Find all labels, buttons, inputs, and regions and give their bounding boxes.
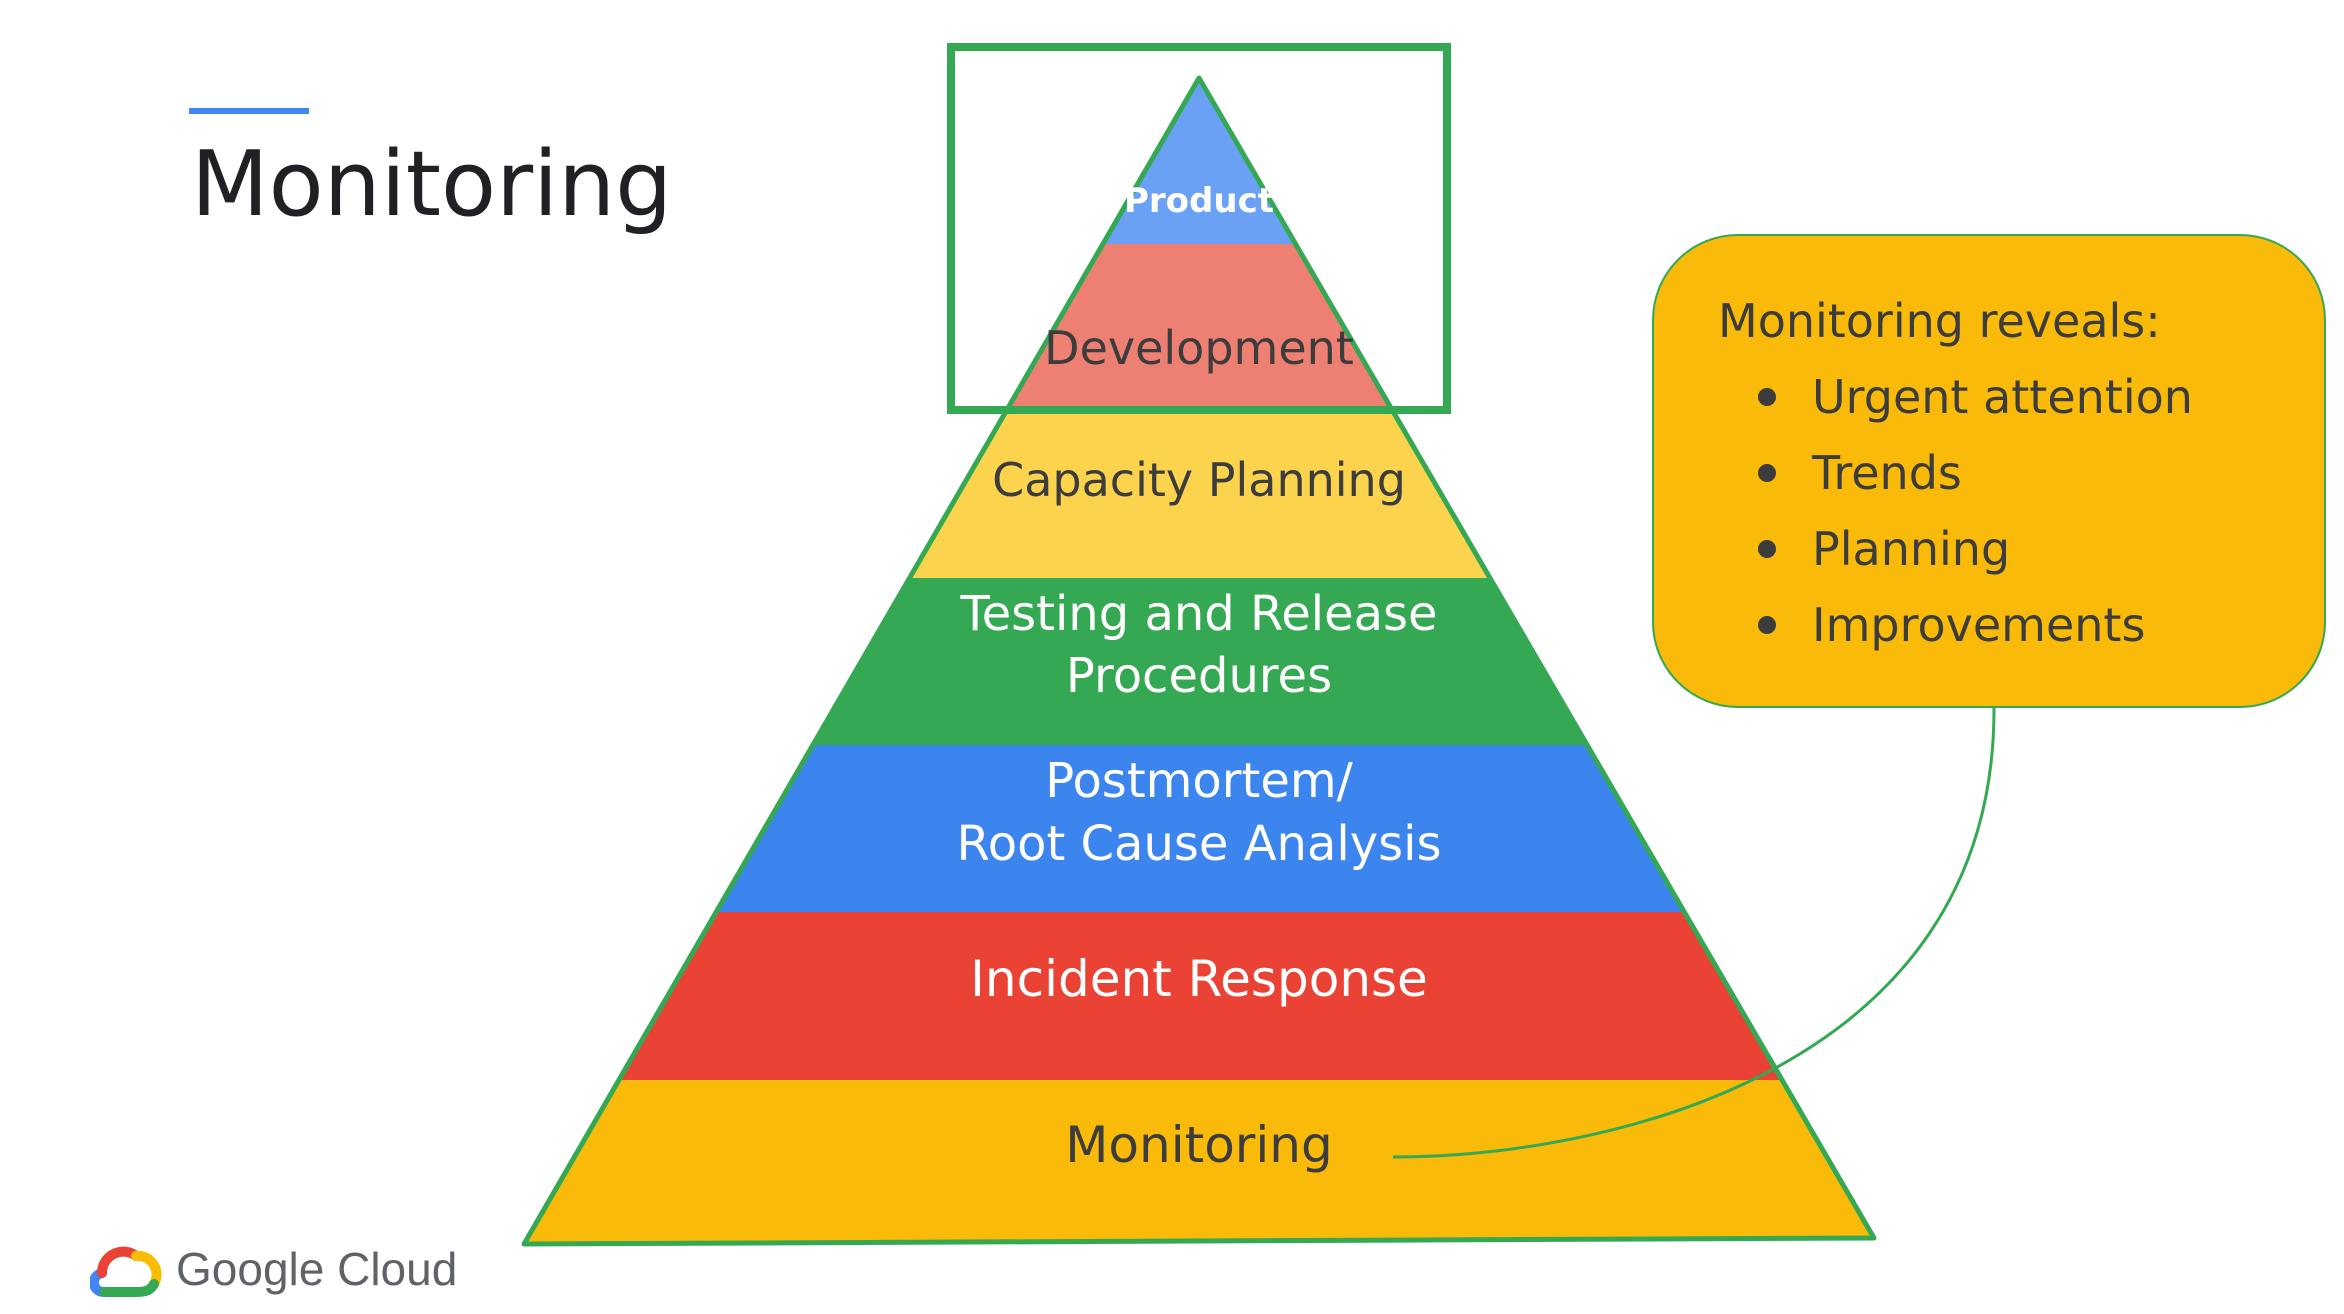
pyramid-band bbox=[524, 1080, 1874, 1244]
cloud-icon bbox=[89, 1246, 162, 1297]
title-accent-bar bbox=[189, 108, 309, 114]
pyramid-level-label: Capacity Planning bbox=[992, 453, 1406, 507]
pyramid-band bbox=[524, 912, 1874, 1081]
pyramid-level-label: Monitoring bbox=[1065, 1116, 1332, 1174]
pyramid-level-label: Postmortem/ bbox=[1045, 753, 1353, 809]
pyramid-outline bbox=[521, 75, 1877, 1247]
pyramid-level-label: Product bbox=[1124, 181, 1274, 221]
callout-item-label: Urgent attention bbox=[1812, 370, 2193, 424]
pyramid-level-label: Development bbox=[1044, 321, 1354, 375]
callout-item-label: Improvements bbox=[1812, 598, 2146, 652]
slide-title: Monitoring bbox=[191, 132, 673, 237]
callout-heading: Monitoring reveals: bbox=[1718, 294, 2161, 348]
pyramid-level-label: Incident Response bbox=[970, 950, 1428, 1008]
highlight-box bbox=[947, 43, 1451, 414]
monitoring-reveals-callout: Monitoring reveals: Urgent attention Tre… bbox=[1652, 234, 2326, 708]
pyramid-level-label: Testing and Release bbox=[959, 586, 1437, 642]
google-cloud-logo: Google Cloud bbox=[89, 1240, 457, 1300]
pyramid-level-label: Root Cause Analysis bbox=[957, 816, 1442, 872]
bullet-icon bbox=[1758, 464, 1776, 482]
bullet-icon bbox=[1758, 540, 1776, 558]
bullet-icon bbox=[1758, 616, 1776, 634]
pyramid-level-label: Procedures bbox=[1066, 648, 1332, 704]
callout-item-label: Trends bbox=[1812, 446, 1962, 500]
brand-name: Google Cloud bbox=[176, 1243, 458, 1295]
connector-curve bbox=[1392, 707, 1996, 1159]
bullet-icon bbox=[1758, 388, 1776, 406]
callout-item-label: Planning bbox=[1812, 522, 2011, 576]
